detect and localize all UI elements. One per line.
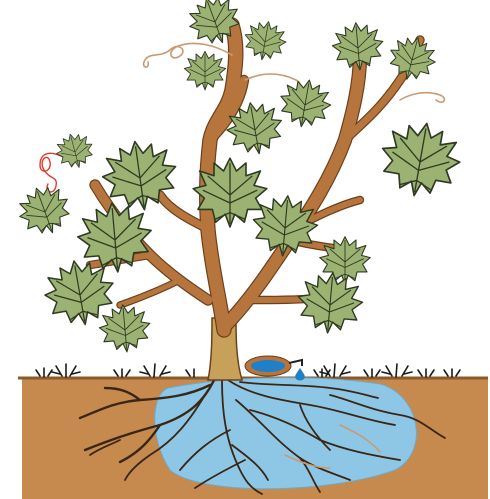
grape-leaf xyxy=(385,32,441,85)
grape-leaf xyxy=(13,180,77,242)
water-drop xyxy=(295,368,305,381)
grape-leaf xyxy=(241,18,288,63)
wet-zone xyxy=(155,378,417,489)
grape-leaf xyxy=(276,76,334,131)
grape-leaf xyxy=(331,21,386,73)
grape-leaf xyxy=(184,51,225,90)
grape-leaf xyxy=(376,117,466,203)
grape-leaf xyxy=(52,129,96,172)
grape-leaf xyxy=(98,303,153,355)
